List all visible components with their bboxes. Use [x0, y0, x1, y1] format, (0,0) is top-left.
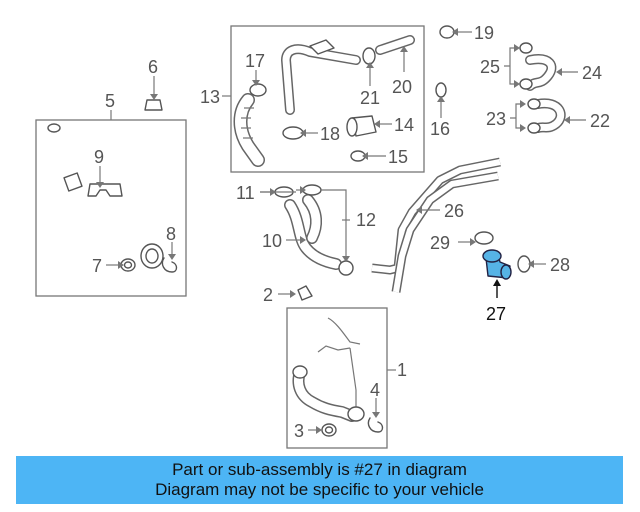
callout-21: 21 [360, 88, 380, 108]
callout-6: 6 [148, 57, 158, 77]
callout-1: 1 [397, 360, 407, 380]
highlighted-part-27 [482, 249, 512, 280]
callout-12: 12 [356, 210, 376, 230]
banner-line-2: Diagram may not be specific to your vehi… [155, 480, 484, 499]
parts-diagram: 1 2 3 4 5 6 7 8 9 10 11 12 13 14 15 16 1… [35, 23, 610, 449]
hose-assembly-12 [284, 194, 354, 276]
callout-15: 15 [388, 147, 408, 167]
banner-line-1: Part or sub-assembly is #27 in diagram [172, 460, 467, 479]
callout-13: 13 [200, 87, 220, 107]
callout-27: 27 [486, 304, 506, 324]
callout-2: 2 [263, 285, 273, 305]
o-ring-3 [321, 423, 337, 437]
clamp-6 [144, 99, 163, 111]
callout-25: 25 [480, 57, 500, 77]
hose-24 [519, 42, 557, 91]
callout-10: 10 [262, 231, 282, 251]
callout-20: 20 [392, 77, 412, 97]
hose-20 [375, 35, 415, 55]
hose-assembly-5 [42, 123, 164, 269]
clamp-16 [435, 82, 447, 98]
hose-22 [527, 98, 566, 134]
callout-11: 11 [236, 183, 255, 203]
info-banner: Part or sub-assembly is #27 in diagram D… [16, 456, 623, 504]
callout-3: 3 [294, 421, 304, 441]
callout-19: 19 [474, 23, 494, 43]
o-ring-7 [120, 258, 136, 272]
clip-8 [161, 257, 178, 273]
clamp-21 [362, 47, 376, 65]
clamp-19 [439, 25, 455, 39]
hose-assembly-1 [292, 317, 365, 422]
callout-28: 28 [550, 255, 570, 275]
connector-14 [346, 115, 377, 137]
callout-5: 5 [105, 91, 115, 111]
callout-22: 22 [590, 111, 610, 131]
pipe-26 [371, 157, 501, 293]
callout-26: 26 [444, 201, 464, 221]
callout-18: 18 [320, 124, 340, 144]
clamp-2 [297, 285, 313, 301]
clamp-29 [474, 231, 494, 245]
callout-17: 17 [245, 51, 265, 71]
callout-29: 29 [430, 233, 450, 253]
callout-16: 16 [430, 119, 450, 139]
box-group-13 [230, 25, 425, 173]
bracket-9 [87, 183, 123, 197]
clip-4 [367, 417, 384, 433]
callout-14: 14 [394, 115, 414, 135]
callout-23: 23 [486, 109, 506, 129]
callout-9: 9 [94, 147, 104, 167]
hose-17 [233, 83, 267, 167]
callout-24: 24 [582, 63, 602, 83]
callout-7: 7 [92, 256, 102, 276]
pipe-top-13 [280, 39, 361, 115]
callout-4: 4 [370, 380, 380, 400]
callout-8: 8 [166, 224, 176, 244]
box-group-1 [286, 307, 388, 449]
